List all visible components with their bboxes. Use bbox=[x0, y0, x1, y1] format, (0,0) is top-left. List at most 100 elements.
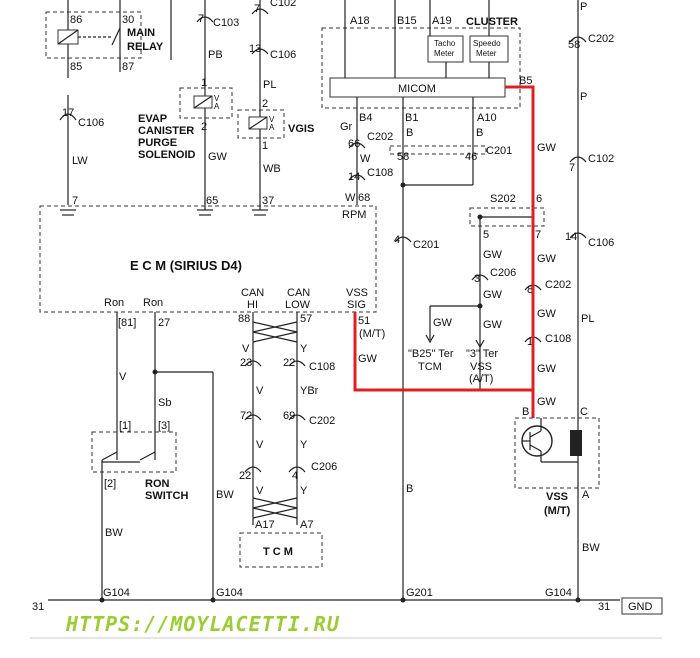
ref-3-1: "3" Ter bbox=[466, 348, 498, 360]
wire-v-5: V bbox=[256, 485, 264, 497]
pin-72: 72 bbox=[240, 410, 252, 422]
tcm-a7: A7 bbox=[300, 519, 313, 531]
pin-3: 3 bbox=[474, 273, 480, 285]
vss-signal-highlight bbox=[505, 85, 535, 418]
pin-14a: 14 bbox=[348, 171, 360, 183]
wire-p-mid: P bbox=[580, 91, 587, 103]
connector-c206-b: C206 bbox=[490, 267, 516, 279]
cluster-a10: A10 bbox=[477, 112, 497, 124]
connector-c201-a: C201 bbox=[486, 145, 512, 157]
cluster-a19: A19 bbox=[432, 15, 452, 27]
ground-bus: 31 G104 G104 G201 G104 31 GND bbox=[32, 587, 663, 615]
connector-c102-top: C102 bbox=[270, 0, 296, 9]
ecm-mt: (M/T) bbox=[359, 328, 385, 340]
connector-c103: C103 bbox=[213, 17, 239, 29]
wire-y-2: Y bbox=[300, 439, 308, 451]
wire-gr: Gr bbox=[340, 121, 353, 133]
connector-c106-c: C106 bbox=[588, 237, 614, 249]
connector-c202-d: C202 bbox=[588, 33, 614, 45]
ecm-vss-2: SIG bbox=[347, 299, 366, 311]
wire-gw-10: GW bbox=[537, 396, 557, 408]
evap-pin-2: 2 bbox=[201, 121, 207, 133]
tcm-a17: A17 bbox=[255, 519, 275, 531]
pin-30: 30 bbox=[122, 14, 134, 26]
svg-text:A: A bbox=[269, 123, 275, 132]
wire-y-1: Y bbox=[300, 343, 308, 355]
ref-b25-1: "B25" Ter bbox=[408, 348, 454, 360]
pin-5: 5 bbox=[483, 229, 489, 241]
ecm-pin-68: 68 bbox=[358, 192, 370, 204]
ref-b25-2: TCM bbox=[418, 361, 442, 373]
ecm-label: E C M (SIRIUS D4) bbox=[130, 258, 242, 273]
ecm-can-hi-1: CAN bbox=[241, 287, 264, 299]
wire-gw-9: GW bbox=[537, 363, 557, 375]
wire-gw-3: GW bbox=[483, 289, 503, 301]
pin-23: 23 bbox=[240, 357, 252, 369]
connector-c202-a: C202 bbox=[367, 131, 393, 143]
pin-46: 46 bbox=[465, 151, 477, 163]
tcm-module bbox=[239, 532, 323, 568]
connector-c202-c: C202 bbox=[545, 279, 571, 291]
wire-gw-ecm: GW bbox=[358, 353, 378, 365]
vgis-pin-1: 1 bbox=[262, 140, 268, 152]
wire-pl: PL bbox=[263, 79, 276, 91]
wire-gw-8: GW bbox=[537, 308, 557, 320]
ref-3-2: VSS bbox=[470, 361, 492, 373]
pin-22a: 22 bbox=[283, 357, 295, 369]
ron-pin-3: [3] bbox=[158, 420, 170, 432]
cluster-a18: A18 bbox=[350, 15, 370, 27]
wire-p-top: P bbox=[580, 1, 587, 13]
connector-c206-a: C206 bbox=[311, 461, 337, 473]
vss-pin-a: A bbox=[582, 489, 590, 501]
pin-6: 6 bbox=[536, 193, 542, 205]
ground-31-right: 31 bbox=[598, 601, 610, 613]
pin-22b: 22 bbox=[239, 470, 251, 482]
wire-gw-6: GW bbox=[537, 142, 557, 154]
wire-sb: Sb bbox=[158, 397, 171, 409]
wire-b-3: B bbox=[406, 483, 413, 495]
vss-pin-b: B bbox=[522, 406, 529, 418]
ron-switch: [1] [3] [2] RON SWITCH bbox=[91, 420, 188, 600]
speedo-label-1: Speedo bbox=[473, 39, 501, 48]
evap-label-2: CANISTER bbox=[138, 125, 194, 137]
svg-text:A: A bbox=[214, 102, 220, 111]
wire-wb: WB bbox=[263, 163, 281, 175]
ground-31-left: 31 bbox=[32, 601, 44, 613]
evap-label-4: SOLENOID bbox=[138, 149, 196, 161]
ecm-pin-7: 7 bbox=[72, 195, 78, 207]
connector-c102-mid: C102 bbox=[588, 153, 614, 165]
wire-gw-7: GW bbox=[537, 253, 557, 265]
ecm-pin-57: 57 bbox=[300, 313, 312, 325]
vgis-valve: V A 2 1 bbox=[237, 98, 285, 152]
ecm-can-lo-2: LOW bbox=[285, 299, 311, 311]
ecm-pin-51: 51 bbox=[358, 315, 370, 327]
wire-bw-1: BW bbox=[105, 527, 123, 539]
ecm-can-lo-1: CAN bbox=[287, 287, 310, 299]
ecm-pin-88: 88 bbox=[238, 313, 250, 325]
pin-7d: 7 bbox=[569, 162, 575, 174]
main-relay-label-1: MAIN bbox=[127, 27, 155, 39]
instrument-cluster: MICOM Tacho Meter Speedo Meter A18 B15 A… bbox=[321, 0, 532, 124]
ecm-module: E C M (SIRIUS D4) Ron Ron CAN HI CAN LOW… bbox=[39, 205, 377, 313]
pin-87: 87 bbox=[122, 61, 134, 73]
evap-pin-1: 1 bbox=[201, 77, 207, 89]
wire-bw-2: BW bbox=[216, 489, 234, 501]
pin-7b: 7 bbox=[254, 3, 260, 15]
ecm-pin-81: [81] bbox=[118, 317, 136, 329]
pin-86: 86 bbox=[70, 14, 82, 26]
ref-3-3: (A/T) bbox=[469, 373, 493, 385]
ecm-vss-1: VSS bbox=[346, 287, 368, 299]
svg-text:V: V bbox=[214, 94, 220, 103]
pin-66: 66 bbox=[348, 138, 360, 150]
pin-58a: 58 bbox=[397, 151, 409, 163]
pin-14b: 14 bbox=[565, 231, 577, 243]
wire-v-4: V bbox=[256, 439, 264, 451]
wire-lw: LW bbox=[72, 155, 88, 167]
ecm-pin-27: 27 bbox=[158, 317, 170, 329]
wire-v-1: V bbox=[119, 371, 127, 383]
ground-g104-c: G104 bbox=[545, 587, 572, 599]
tcm-label: T C M bbox=[263, 546, 293, 558]
connector-c108-c: C108 bbox=[545, 333, 571, 345]
pin-69: 69 bbox=[283, 410, 295, 422]
